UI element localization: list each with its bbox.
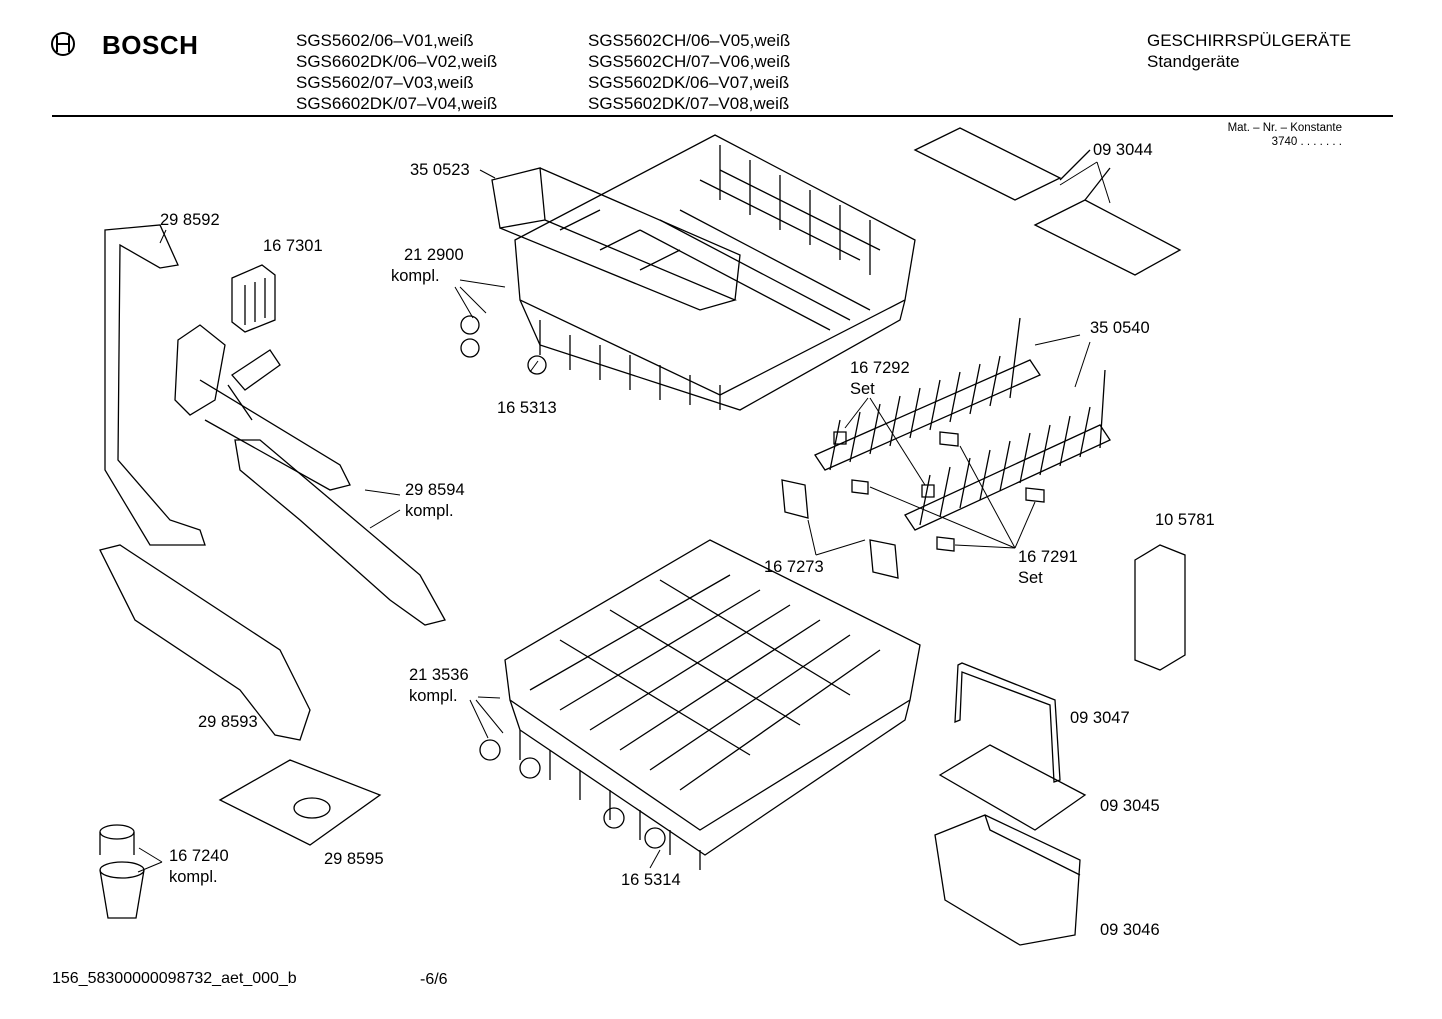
model-item: SGS5602DK/07–V08,weiß [588,94,790,113]
part-label-212900: 21 2900 [404,246,464,264]
part-note-167291: Set [1018,569,1043,587]
part-label-167273: 16 7273 [764,558,824,576]
cutlery-basket-drawing [934,544,1186,946]
part-label-350540: 35 0540 [1090,319,1150,337]
brand-name: BOSCH [102,30,199,60]
part-label-298595: 29 8595 [324,850,384,868]
comb-rack-drawing [814,317,1111,531]
category-title: GESCHIRRSPÜLGERÄTE Standgeräte [1147,30,1351,72]
part-label-093047: 09 3047 [1070,709,1130,727]
holder-clip-drawing [781,431,1045,579]
part-label-167240: 16 7240 [169,847,229,865]
cutlery-rack-drawing [913,127,1182,276]
lower-basket-drawing [504,539,921,870]
category-label: GESCHIRRSPÜLGERÄTE [1147,31,1352,50]
part-label-093045: 09 3045 [1100,797,1160,815]
model-item: SGS5602DK/06–V07,weiß [588,73,790,92]
model-item: SGS6602DK/07–V04,weiß [296,94,498,113]
part-label-093044: 09 3044 [1093,141,1153,159]
part-label-165314: 16 5314 [621,871,681,889]
part-label-093046: 09 3046 [1100,921,1160,939]
part-note-167292: Set [850,380,875,398]
mat-value: 3740 . . . . . . . [1271,136,1342,148]
model-item: SGS6602DK/06–V02,weiß [296,52,498,71]
mat-label: Mat. – Nr. – Konstante [1227,122,1342,134]
model-item: SGS5602/06–V01,weiß [296,31,474,50]
part-label-165313: 16 5313 [497,399,557,417]
part-label-167292: 16 7292 [850,359,910,377]
part-note-213536: kompl. [409,687,458,705]
model-item: SGS5602/07–V03,weiß [296,73,474,92]
spray-arm-drawing [99,224,446,741]
part-note-212900: kompl. [391,267,440,285]
part-note-167240: kompl. [169,868,218,886]
part-label-213536: 21 3536 [409,666,469,684]
model-list-col1: SGS5602/06–V01,weiß SGS6602DK/06–V02,wei… [296,30,497,114]
part-label-167301: 16 7301 [263,237,323,255]
page-number: -6/6 [420,971,448,988]
part-label-298593: 29 8593 [198,713,258,731]
material-number-block: Mat. – Nr. – Konstante 3740 . . . . . . … [1200,121,1342,149]
model-item: SGS5602CH/06–V05,weiß [588,31,791,50]
part-label-298594: 29 8594 [405,481,465,499]
document-id: 156_58300000098732_aet_000_b [52,970,297,987]
clip-part-drawing [231,264,276,333]
subcategory-label: Standgeräte [1147,52,1240,71]
bosch-logo-icon [51,32,75,56]
model-list-col2: SGS5602CH/06–V05,weiß SGS5602CH/07–V06,w… [588,30,790,114]
leader-lines [137,161,1111,873]
model-item: SGS5602CH/07–V06,weiß [588,52,791,71]
filter-drawing [99,759,382,919]
part-label-298592: 29 8592 [160,211,220,229]
part-label-167291: 16 7291 [1018,548,1078,566]
upper-basket-drawing [491,134,916,411]
wheel-drawing [460,315,666,849]
part-label-350523: 35 0523 [410,161,470,179]
part-label-105781: 10 5781 [1155,511,1215,529]
part-note-298594: kompl. [405,502,454,520]
